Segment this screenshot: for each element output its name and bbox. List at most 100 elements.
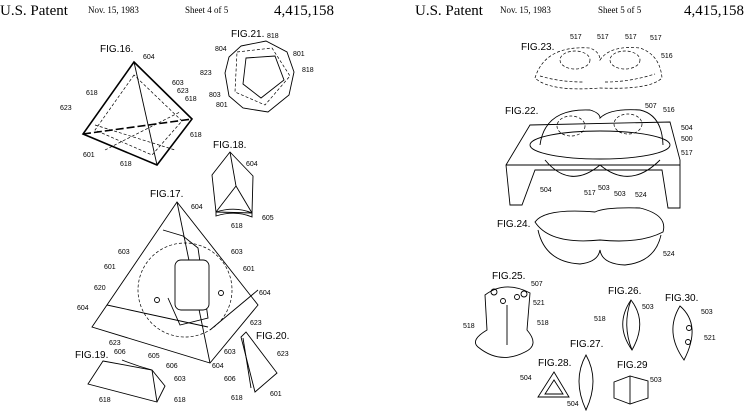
figure-23: FIG.23. 517 517 517 517 516 bbox=[521, 34, 673, 90]
ref-numeral: 517 bbox=[584, 190, 596, 197]
figure-title: FIG.29 bbox=[617, 360, 648, 371]
ref-numeral: 503 bbox=[642, 304, 654, 311]
ref-numeral: 623 bbox=[250, 320, 262, 327]
figure-title: FIG.30. bbox=[665, 293, 698, 304]
ref-numeral: 803 bbox=[209, 92, 221, 99]
figure-29: FIG.29 503 bbox=[613, 360, 662, 405]
ref-numeral: 804 bbox=[215, 46, 227, 53]
figure-title: FIG.26. bbox=[608, 286, 641, 297]
ref-numeral: 604 bbox=[191, 204, 203, 211]
ref-numeral: 604 bbox=[259, 290, 271, 297]
figure-25: FIG.25. 507 521 518 518 bbox=[463, 271, 549, 358]
ref-numeral: 801 bbox=[216, 102, 228, 109]
figure-30: FIG.30. 503 521 bbox=[665, 293, 716, 361]
ref-numeral: 517 bbox=[570, 34, 582, 41]
figure-title: FIG.28. bbox=[538, 358, 571, 369]
ref-numeral: 605 bbox=[262, 215, 274, 222]
ref-numeral: 606 bbox=[224, 376, 236, 383]
ref-numeral: 604 bbox=[77, 305, 89, 312]
figure-26: FIG.26. 503 518 bbox=[594, 286, 654, 351]
ref-numeral: 521 bbox=[704, 335, 716, 342]
ref-numeral: 603 bbox=[174, 376, 186, 383]
ref-numeral: 603 bbox=[224, 349, 236, 356]
figure-22: FIG.22. 507 516 504 500 517 504 517 503 … bbox=[505, 103, 693, 209]
figure-title: FIG.25. bbox=[492, 271, 525, 282]
ref-numeral: 818 bbox=[267, 33, 279, 40]
ref-numeral: 507 bbox=[531, 281, 543, 288]
ref-numeral: 504 bbox=[520, 375, 532, 382]
ref-numeral: 504 bbox=[681, 125, 693, 132]
ref-numeral: 518 bbox=[537, 320, 549, 327]
ref-numeral: 801 bbox=[293, 51, 305, 58]
ref-numeral: 503 bbox=[598, 185, 610, 192]
figure-19: FIG.19. 606 605 606 603 618 618 bbox=[75, 349, 186, 404]
ref-numeral: 601 bbox=[104, 264, 116, 271]
ref-numeral: 601 bbox=[270, 391, 282, 398]
ref-numeral: 603 bbox=[118, 249, 130, 256]
ref-numeral: 524 bbox=[635, 192, 647, 199]
figure-title: FIG.16. bbox=[100, 44, 133, 55]
figure-20: FIG.20. 623 606 601 618 bbox=[224, 331, 289, 402]
patent-date: Nov. 15, 1983 bbox=[500, 5, 551, 15]
figure-27: FIG.27. 504 bbox=[567, 339, 603, 411]
ref-numeral: 603 bbox=[231, 249, 243, 256]
figure-title: FIG.23. bbox=[521, 42, 554, 53]
ref-numeral: 503 bbox=[614, 191, 626, 198]
ref-numeral: 818 bbox=[302, 67, 314, 74]
figure-21: FIG.21. 818 804 801 818 823 803 801 bbox=[200, 29, 314, 113]
ref-numeral: 605 bbox=[148, 353, 160, 360]
ref-numeral: 618 bbox=[99, 397, 111, 404]
figure-title: FIG.27. bbox=[570, 339, 603, 350]
ref-numeral: 623 bbox=[277, 351, 289, 358]
ref-numeral: 618 bbox=[120, 161, 132, 168]
ref-numeral: 500 bbox=[681, 136, 693, 143]
ref-numeral: 623 bbox=[109, 340, 121, 347]
ref-numeral: 601 bbox=[243, 266, 255, 273]
figure-title: FIG.21. bbox=[231, 29, 264, 40]
patent-label: U.S. Patent bbox=[0, 3, 69, 19]
ref-numeral: 604 bbox=[143, 54, 155, 61]
sheet-header-right: U.S. Patent Nov. 15, 1983 Sheet 5 of 5 4… bbox=[415, 3, 744, 19]
ref-numeral: 517 bbox=[681, 150, 693, 157]
ref-numeral: 623 bbox=[177, 88, 189, 95]
ref-numeral: 503 bbox=[701, 309, 713, 316]
patent-date: Nov. 15, 1983 bbox=[88, 5, 139, 15]
ref-numeral: 504 bbox=[567, 401, 579, 408]
ref-numeral: 618 bbox=[174, 397, 186, 404]
ref-numeral: 507 bbox=[645, 103, 657, 110]
ref-numeral: 603 bbox=[172, 80, 184, 87]
figure-28: FIG.28. 504 bbox=[520, 358, 571, 398]
ref-numeral: 618 bbox=[231, 223, 243, 230]
figure-24: FIG.24. 524 bbox=[497, 207, 675, 266]
ref-numeral: 601 bbox=[83, 152, 95, 159]
ref-numeral: 518 bbox=[463, 323, 475, 330]
ref-numeral: 604 bbox=[246, 161, 258, 168]
sheet-header-left: U.S. Patent Nov. 15, 1983 Sheet 4 of 5 4… bbox=[0, 3, 334, 19]
patent-number: 4,415,158 bbox=[684, 3, 744, 19]
ref-numeral: 504 bbox=[540, 187, 552, 194]
ref-numeral: 618 bbox=[185, 96, 197, 103]
patent-label: U.S. Patent bbox=[415, 3, 484, 19]
ref-numeral: 618 bbox=[231, 395, 243, 402]
ref-numeral: 517 bbox=[625, 34, 637, 41]
figure-title: FIG.24. bbox=[497, 219, 530, 230]
ref-numeral: 518 bbox=[594, 316, 606, 323]
ref-numeral: 618 bbox=[190, 132, 202, 139]
ref-numeral: 517 bbox=[597, 34, 609, 41]
ref-numeral: 604 bbox=[212, 363, 224, 370]
ref-numeral: 623 bbox=[60, 105, 72, 112]
ref-numeral: 521 bbox=[533, 300, 545, 307]
figure-16: FIG.16. 604 603 623 618 618 623 618 601 … bbox=[60, 44, 202, 168]
figure-title: FIG.19. bbox=[75, 350, 108, 361]
figure-title: FIG.22. bbox=[505, 106, 538, 117]
figure-18: FIG.18. 604 618 605 bbox=[211, 140, 274, 230]
figure-17: FIG.17. 604 603 603 601 601 620 604 604 … bbox=[77, 189, 271, 370]
figure-title: FIG.20. bbox=[256, 331, 289, 342]
patent-number: 4,415,158 bbox=[274, 3, 334, 19]
ref-numeral: 516 bbox=[663, 107, 675, 114]
ref-numeral: 606 bbox=[114, 349, 126, 356]
ref-numeral: 618 bbox=[86, 90, 98, 97]
ref-numeral: 823 bbox=[200, 70, 212, 77]
ref-numeral: 503 bbox=[650, 377, 662, 384]
